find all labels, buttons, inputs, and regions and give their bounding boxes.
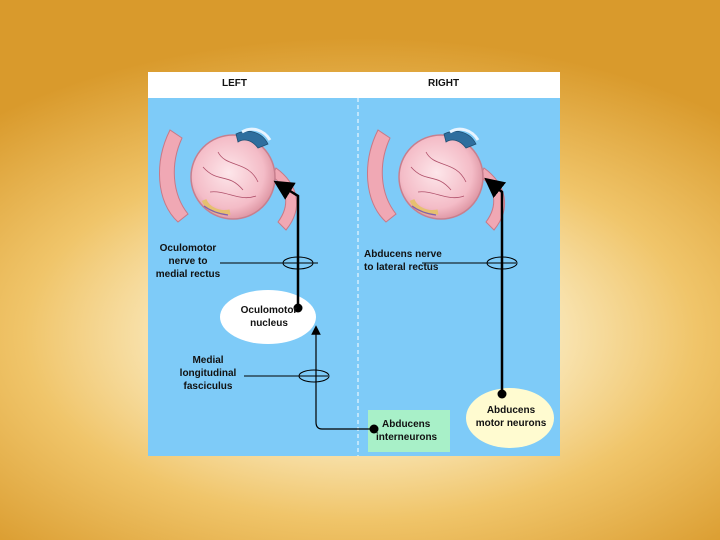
abducens-nerve-label: Abducens nerve to lateral rectus xyxy=(364,249,442,273)
left-eye-illustration xyxy=(159,127,297,231)
diagram-panel: LEFT RIGHT xyxy=(148,72,560,456)
interneuron-soma-dot xyxy=(369,424,379,434)
diagram-header: LEFT RIGHT xyxy=(148,72,560,98)
oculomotor-nucleus-ellipse xyxy=(220,290,316,344)
abducens-motor-soma-dot xyxy=(497,389,507,399)
mlf-label: Medial longitudinal fasciculus xyxy=(179,355,237,392)
right-heading: RIGHT xyxy=(428,78,460,89)
right-eye-illustration xyxy=(367,127,505,231)
pathway-diagram xyxy=(159,98,554,456)
mlf-pathway xyxy=(311,325,374,430)
abducens-interneurons-box xyxy=(368,410,450,452)
mlf-ring xyxy=(298,369,330,383)
left-heading: LEFT xyxy=(222,78,247,89)
oculomotor-soma-dot xyxy=(293,303,303,313)
abducens-motor-ellipse xyxy=(466,388,554,448)
abducens-interneurons-label: Abducens interneurons xyxy=(376,419,438,443)
oculomotor-nerve-pathway xyxy=(273,180,300,308)
oculomotor-nucleus-label: Oculomotor nucleus xyxy=(240,305,298,329)
oculomotor-nerve-label: Oculomotor nerve to medial rectus xyxy=(155,243,221,280)
abducens-motor-neurons-label: Abducens motor neurons xyxy=(475,405,547,429)
abducens-nerve-pathway xyxy=(484,177,507,394)
